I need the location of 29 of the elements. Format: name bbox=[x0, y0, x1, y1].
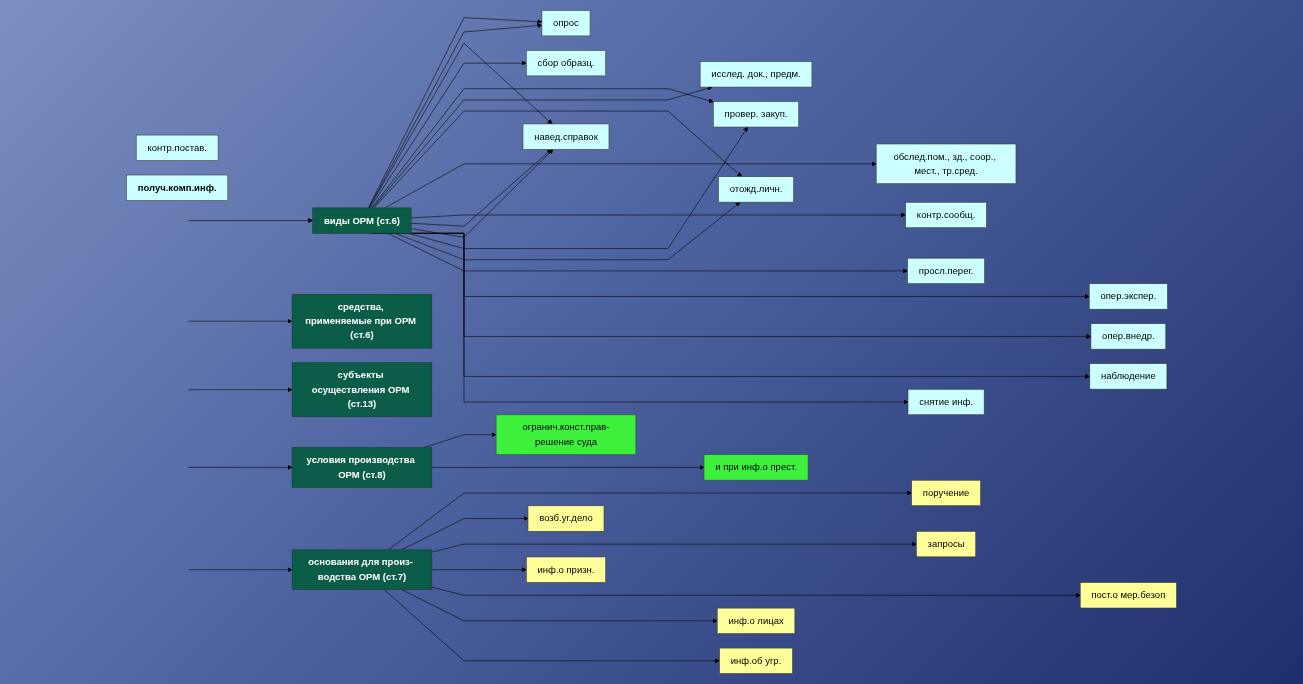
node-box: и при инф.о прест. bbox=[703, 454, 809, 481]
node-box: исслед. док., предм. bbox=[699, 61, 813, 88]
node-box: средства, применяемые при ОРМ (ст.6) bbox=[291, 293, 433, 349]
node-box: пост.о мер.безоп bbox=[1079, 582, 1177, 609]
node-box: возб.уг.дело bbox=[527, 505, 605, 532]
node-box: контр.постав. bbox=[135, 134, 219, 161]
node-box: контр.сообщ. bbox=[905, 202, 987, 228]
node-box: основания для произ- водства ОРМ (ст.7) bbox=[291, 549, 433, 590]
node-box: запросы bbox=[916, 531, 976, 558]
node-box: провер. закуп. bbox=[713, 101, 799, 128]
node-box: субъекты осуществления ОРМ (ст.13) bbox=[291, 362, 433, 417]
node-box: виды ОРМ (ст.6) bbox=[312, 207, 412, 234]
node-box: обслед.пом., зд., соор., мест., тр.сред. bbox=[875, 143, 1017, 184]
node-box: инф.о лицах bbox=[716, 607, 796, 634]
node-box: снятие инф. bbox=[907, 389, 985, 415]
node-box: поручение bbox=[911, 479, 981, 506]
node-box: навед.справок bbox=[522, 123, 610, 150]
node-box: наблюдение bbox=[1089, 363, 1168, 390]
node-box: опер.экспер. bbox=[1088, 283, 1168, 310]
node-box: огранич.конст.прав-решение суда bbox=[495, 414, 637, 455]
node-box: опер.внедр. bbox=[1090, 323, 1167, 350]
node-box: отожд.личн. bbox=[718, 176, 794, 203]
node-box: условия производства ОРМ (ст.8) bbox=[291, 447, 433, 488]
node-box: инф.об угр. bbox=[719, 647, 793, 674]
node-box: сбор образц. bbox=[526, 50, 606, 77]
node-box: получ.комп.инф. bbox=[126, 174, 229, 201]
node-box: просл.перег. bbox=[907, 257, 985, 284]
node-box: опрос bbox=[541, 10, 591, 37]
node-box: инф.о призн. bbox=[526, 556, 606, 583]
